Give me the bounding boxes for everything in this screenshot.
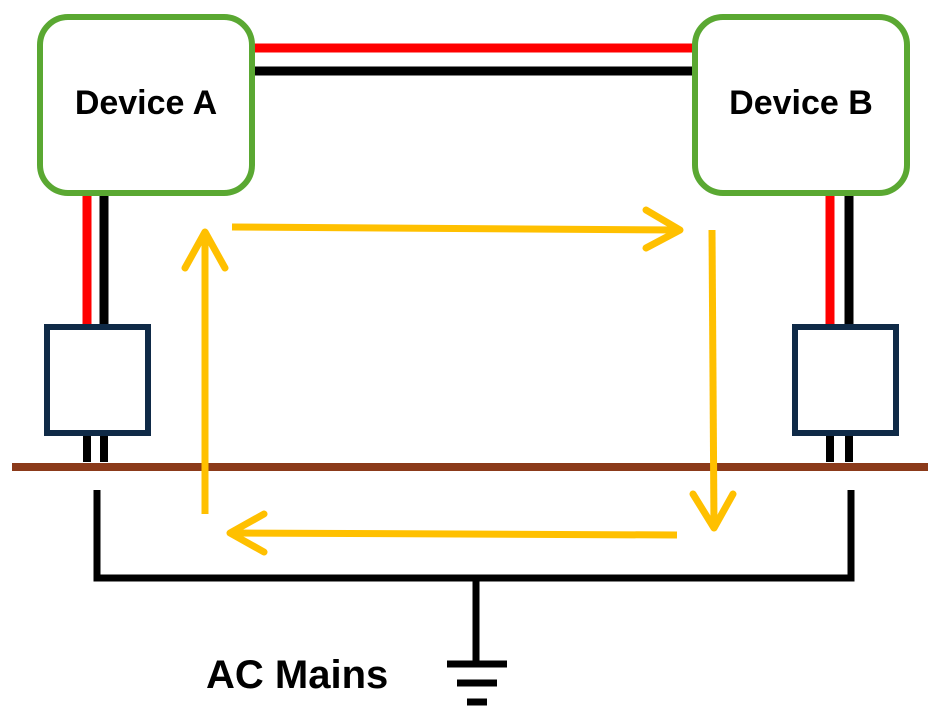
plug-leads [83, 434, 853, 462]
arrow-icon-right [689, 229, 737, 532]
top-wire-pair [250, 43, 700, 76]
ground-icon [447, 660, 507, 706]
current-loop [181, 206, 737, 556]
device-a: Device A [37, 14, 255, 196]
ground-label: AC Mains [206, 653, 388, 697]
device-b-box [692, 14, 910, 196]
device-a-box [37, 14, 255, 196]
arrow-icon-bottom [226, 510, 678, 556]
device-b-power-supply-box [792, 324, 899, 436]
device-b: Device B [692, 14, 910, 196]
device-a-power-supply-box [44, 324, 151, 436]
device-a-wires [82, 196, 109, 325]
arrow-icon-top [231, 206, 684, 252]
arrow-icon-left [181, 228, 229, 514]
device-b-wires [825, 196, 854, 325]
device-b-label: Device B [729, 84, 873, 122]
device-a-label: Device A [75, 84, 217, 122]
